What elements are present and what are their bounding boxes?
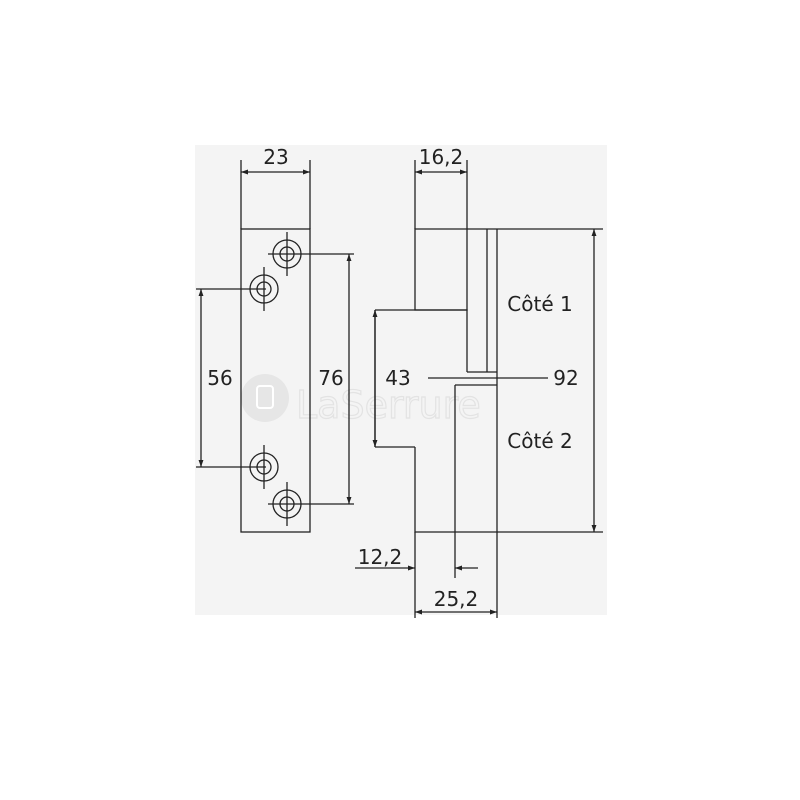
dim-offset: 12,2 [358,545,403,569]
dim-total-width: 25,2 [434,587,479,611]
label-side-2: Côté 2 [507,429,572,453]
mounting-hole-bottom-outer [272,489,302,519]
dim-knuckle-height: 43 [385,366,410,390]
dim-leaf-width: 16,2 [419,145,464,169]
mounting-hole-top-outer [272,239,302,269]
watermark: LaSerrure [241,374,481,428]
mounting-hole-top-inner [249,274,279,304]
dim-hole-spacing-outer: 76 [318,366,343,390]
mounting-hole-bottom-inner [249,452,279,482]
dim-hole-spacing-inner: 56 [207,366,232,390]
plate-outline [240,228,311,533]
watermark-text: LaSerrure [296,383,481,427]
label-side-1: Côté 1 [507,292,572,316]
watermark-logo-icon [241,374,289,422]
dim-total-height: 92 [553,366,578,390]
dim-plate-width: 23 [263,145,288,169]
